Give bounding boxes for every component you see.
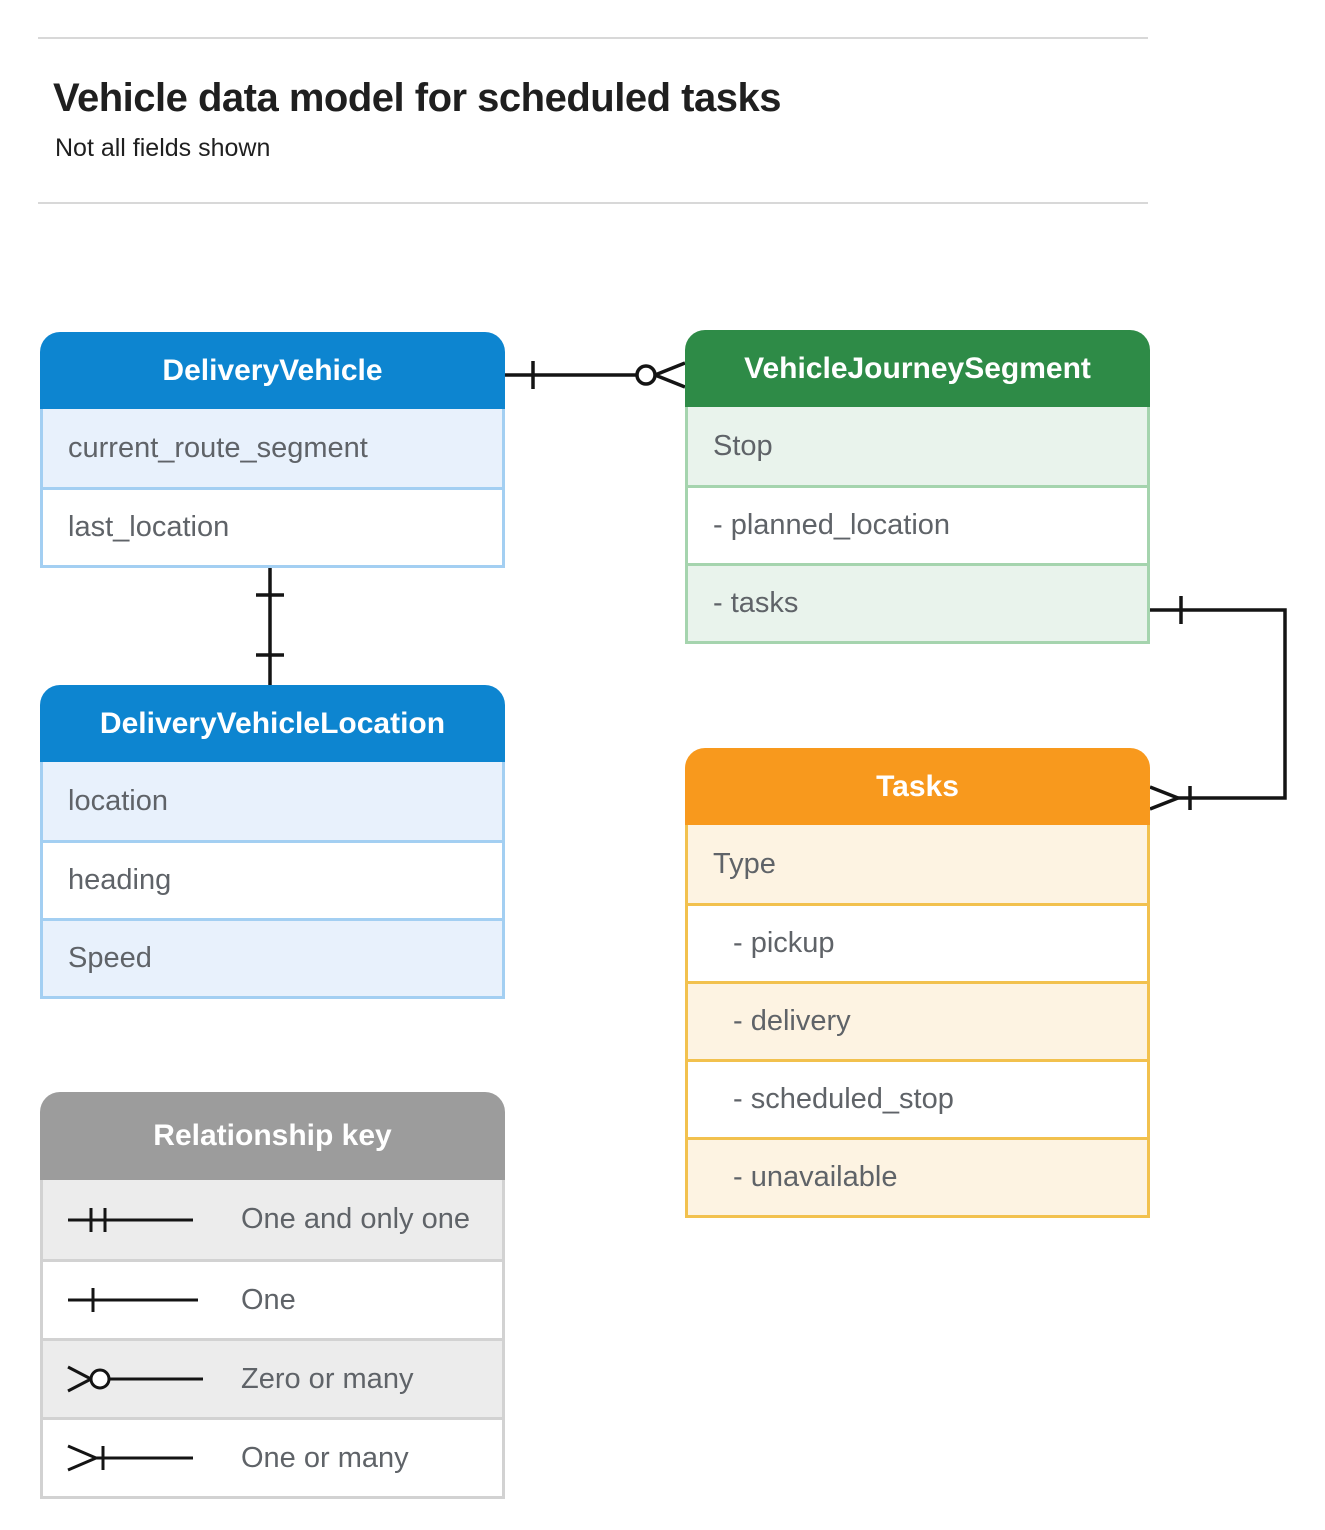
field-row: location [43, 762, 502, 840]
entity-rows: Type - pickup - delivery - scheduled_sto… [685, 825, 1150, 1218]
field-row: - tasks [688, 563, 1147, 641]
entity-header: Tasks [685, 748, 1150, 825]
field-label: Type [713, 847, 776, 880]
legend-item: Zero or many [43, 1338, 502, 1417]
relationship-key: Relationship key One and only one One Ze… [40, 1092, 505, 1499]
field-label: - unavailable [733, 1161, 898, 1193]
field-label: Stop [713, 429, 773, 462]
field-row: - unavailable [688, 1137, 1147, 1215]
page-subtitle: Not all fields shown [55, 134, 271, 162]
field-row: Stop [688, 407, 1147, 485]
legend-title: Relationship key [153, 1119, 392, 1152]
entity-rows: current_route_segment last_location [40, 409, 505, 568]
connector-deliveryvehicle-to-vehiclejourneysegment [505, 361, 686, 389]
field-label: heading [68, 864, 172, 896]
zero-or-many-icon [635, 361, 686, 389]
entity-header: DeliveryVehicleLocation [40, 685, 505, 762]
entity-title: Tasks [876, 769, 959, 803]
entity-title: VehicleJourneySegment [744, 351, 1091, 385]
connector-vehiclejourneysegment-to-tasks [1149, 596, 1287, 811]
entity-deliveryvehiclelocation: DeliveryVehicleLocation location heading… [40, 685, 505, 999]
field-row: - planned_location [688, 485, 1147, 563]
legend-label: One [241, 1283, 296, 1316]
field-label: current_route_segment [68, 431, 368, 464]
entity-rows: location heading Speed [40, 762, 505, 999]
field-label: - planned_location [713, 509, 951, 541]
legend-header: Relationship key [40, 1092, 505, 1180]
entity-deliveryvehicle: DeliveryVehicle current_route_segment la… [40, 332, 505, 568]
one-or-many-icon [67, 1444, 193, 1472]
entity-rows: Stop - planned_location - tasks [685, 407, 1150, 644]
field-row: Speed [43, 918, 502, 996]
entity-tasks: Tasks Type - pickup - delivery - schedul… [685, 748, 1150, 1218]
legend-label: One and only one [241, 1203, 470, 1235]
divider-bottom [38, 202, 1148, 204]
field-row: Type [688, 825, 1147, 903]
field-row: - scheduled_stop [688, 1059, 1147, 1137]
field-label: - pickup [733, 927, 835, 959]
legend-item: One [43, 1259, 502, 1338]
field-label: - delivery [733, 1005, 851, 1037]
entity-header: VehicleJourneySegment [685, 330, 1150, 407]
field-row: - delivery [688, 981, 1147, 1059]
one-icon [68, 1288, 198, 1312]
entity-vehiclejourneysegment: VehicleJourneySegment Stop - planned_loc… [685, 330, 1150, 644]
legend-label: One or many [241, 1441, 409, 1474]
field-label: - tasks [713, 587, 799, 619]
one-and-only-one-icon [68, 1207, 193, 1232]
entity-header: DeliveryVehicle [40, 332, 505, 409]
field-row: current_route_segment [43, 409, 502, 487]
connector-deliveryvehicle-to-deliveryvehiclelocation [256, 568, 284, 685]
divider-top [38, 37, 1148, 39]
field-label: last_location [68, 511, 230, 543]
page-title: Vehicle data model for scheduled tasks [53, 76, 781, 120]
field-label: - scheduled_stop [733, 1083, 954, 1115]
zero-or-many-icon [67, 1365, 203, 1393]
legend-item: One and only one [43, 1180, 502, 1259]
legend-rows: One and only one One Zero or many One or… [40, 1180, 505, 1499]
field-row: heading [43, 840, 502, 918]
field-label: Speed [68, 942, 152, 974]
field-row: last_location [43, 487, 502, 565]
field-label: location [68, 784, 168, 817]
entity-title: DeliveryVehicleLocation [99, 706, 446, 740]
legend-label: Zero or many [241, 1362, 414, 1395]
one-or-many-icon [1149, 785, 1192, 811]
entity-title: DeliveryVehicle [162, 353, 383, 387]
field-row: - pickup [688, 903, 1147, 981]
legend-item: One or many [43, 1417, 502, 1496]
